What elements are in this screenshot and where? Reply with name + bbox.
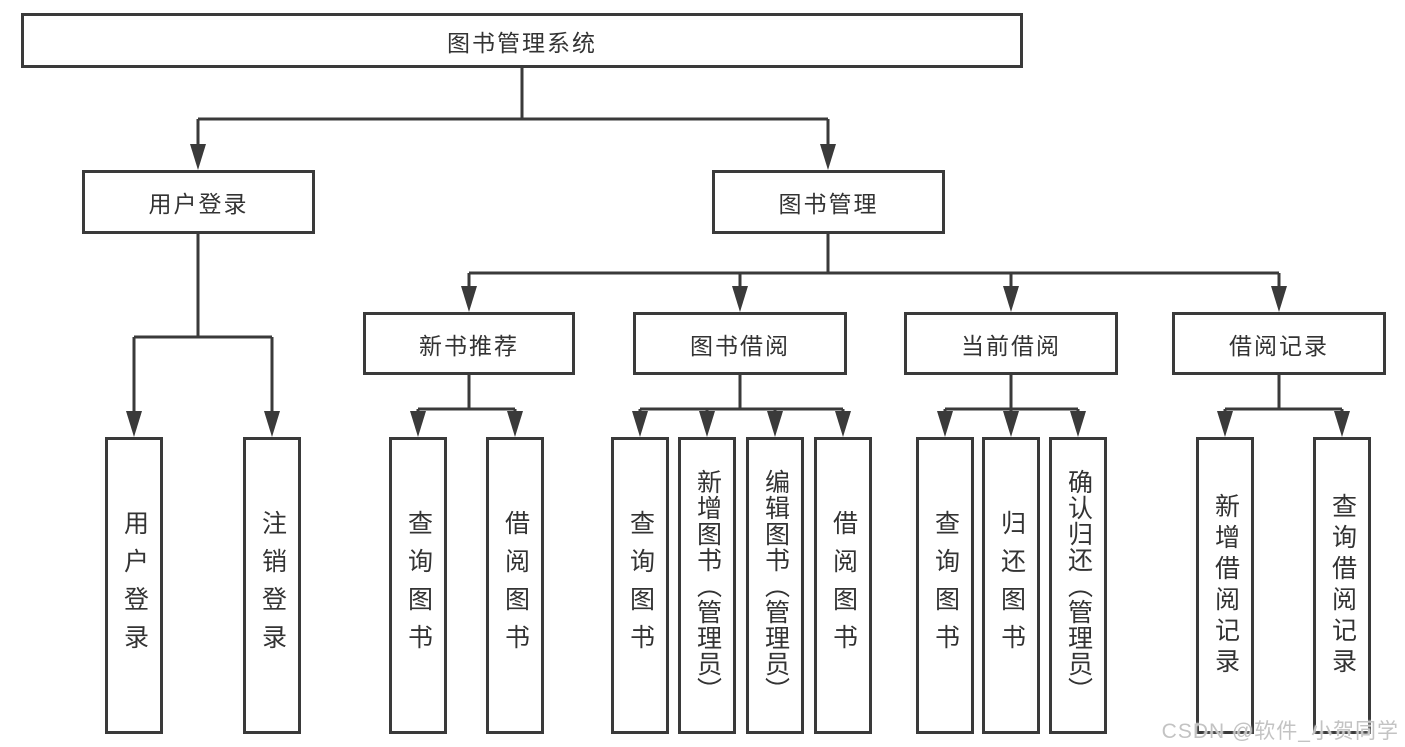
node-bb-borrow-books: 借阅图书 [814,437,872,734]
connector-segments [132,68,1344,413]
arrowheads [126,144,1350,437]
node-borrow-records: 借阅记录 [1172,312,1386,375]
node-br-add-record: 新增借阅记录 [1196,437,1254,734]
node-book-management: 图书管理 [712,170,945,234]
node-cb-return-books: 归还图书 [982,437,1040,734]
node-current-borrow: 当前借阅 [904,312,1118,375]
node-user-login-leaf: 用户登录 [105,437,163,734]
node-bb-query-books: 查询图书 [611,437,669,734]
csdn-watermark: CSDN @软件_小贺同学 [1161,720,1399,743]
node-bb-edit-books-admin: 编辑图书（管理员） [746,437,804,734]
node-cb-query-books: 查询图书 [916,437,974,734]
node-br-query-record: 查询借阅记录 [1313,437,1371,734]
node-nbr-query-books: 查询图书 [389,437,447,734]
node-new-book-recommend: 新书推荐 [363,312,575,375]
node-bb-add-books-admin: 新增图书（管理员） [678,437,736,734]
node-cb-confirm-return-admin: 确认归还（管理员） [1049,437,1107,734]
node-nbr-borrow-books: 借阅图书 [486,437,544,734]
node-user-login-branch: 用户登录 [82,170,315,234]
node-book-borrow: 图书借阅 [633,312,847,375]
node-logout-leaf: 注销登录 [243,437,301,734]
node-root: 图书管理系统 [21,13,1023,68]
